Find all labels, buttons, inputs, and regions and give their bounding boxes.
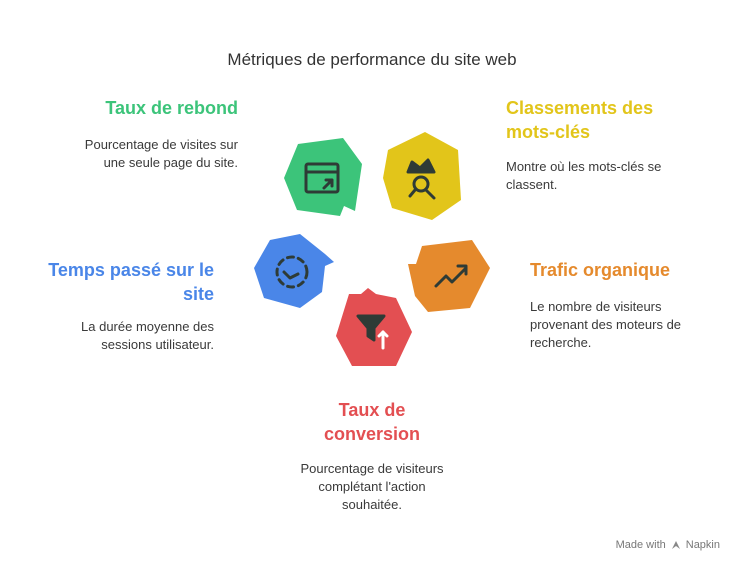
footer-attribution: Made with Napkin <box>616 539 720 551</box>
made-with-label: Made with <box>615 539 666 551</box>
funnel-icon <box>356 314 389 350</box>
heading-time-on-site: Temps passé sur le site <box>48 260 214 304</box>
desc-time-on-site: La durée moyenne des sessions utilisateu… <box>81 319 214 352</box>
desc-bounce-rate: Pourcentage de visites sur une seule pag… <box>84 137 238 170</box>
heading-bounce-rate: Taux de rebond <box>105 98 238 118</box>
timer-icon <box>275 255 309 289</box>
shape-conversion-rate <box>336 288 412 366</box>
heading-organic-traffic: Trafic organique <box>530 260 671 280</box>
napkin-brand-label: Napkin <box>685 539 720 551</box>
heading-conversion-rate: Taux de conversion <box>323 400 421 444</box>
napkin-logo-icon <box>671 541 680 549</box>
desc-organic-traffic: Le nombre de visiteurs provenant des mot… <box>530 299 682 350</box>
desc-keyword-rankings: Montre où les mots-clés se classent. <box>506 159 662 192</box>
trending-up-icon <box>434 264 468 288</box>
heading-keyword-rankings: Classements des mots-clés <box>506 98 654 142</box>
shape-keyword-rankings <box>383 132 461 220</box>
diagram-title: Métriques de performance du site web <box>227 50 517 69</box>
shape-bounce-rate <box>284 138 362 216</box>
crown-magnifier-icon <box>406 158 436 200</box>
shape-time-on-site <box>254 234 334 308</box>
browser-redirect-icon <box>304 162 340 194</box>
desc-conversion-rate: Pourcentage de visiteurs complétant l'ac… <box>300 461 444 512</box>
shape-organic-traffic <box>408 240 490 312</box>
